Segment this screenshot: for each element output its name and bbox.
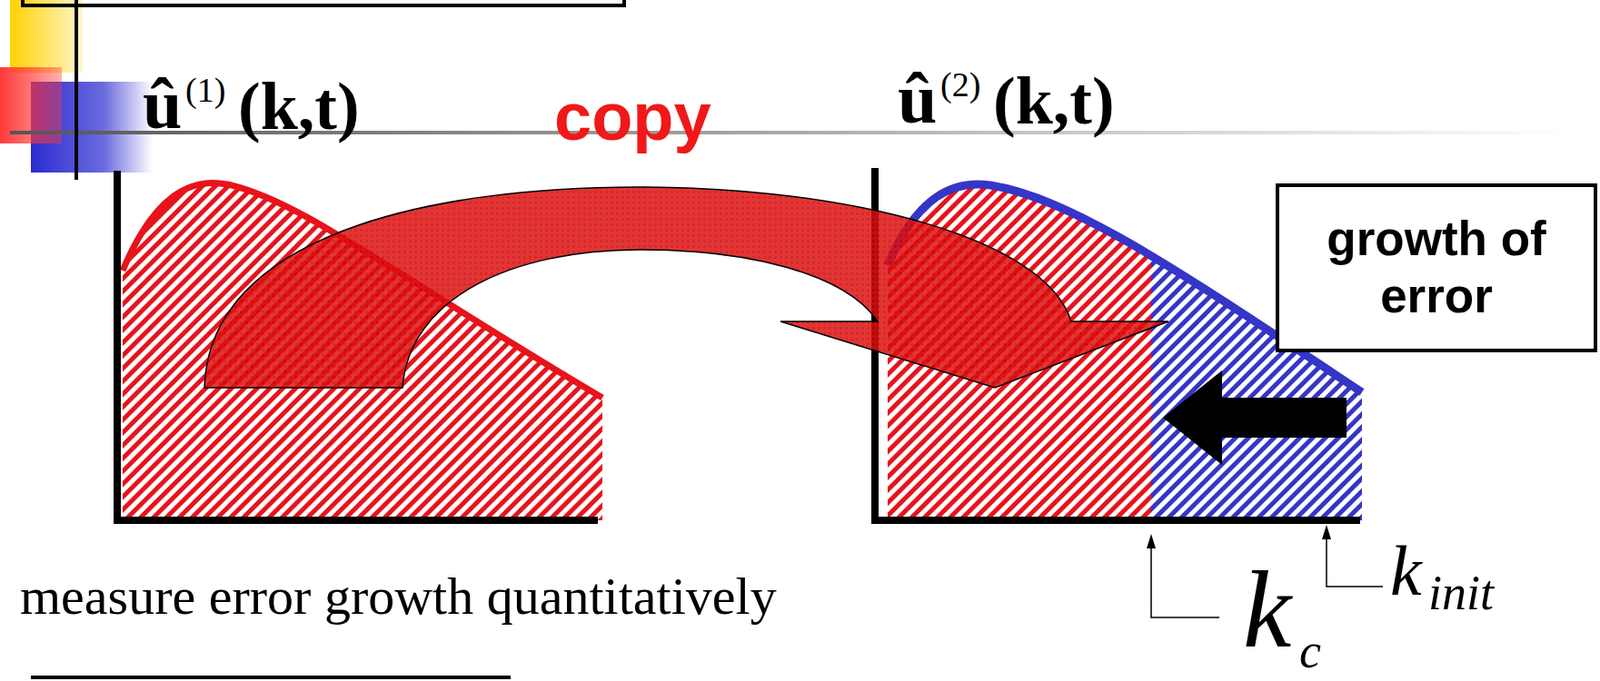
vector-symbol: û (897, 63, 937, 135)
leader-arrowhead (1321, 525, 1332, 540)
copy-arrow (204, 187, 1169, 388)
leader-arrowhead (1146, 534, 1156, 549)
callout-text: growth of error (1279, 210, 1594, 325)
decor-square (9, 0, 83, 73)
copy-label: copy (554, 83, 712, 151)
caption-note: measure error growth quantitatively (19, 570, 777, 624)
leader-line (1151, 543, 1220, 618)
axis (871, 516, 1361, 525)
axis (113, 170, 121, 525)
superscript: (2) (940, 67, 981, 102)
title-box (22, 0, 625, 6)
axis (113, 516, 598, 525)
superscript: (1) (185, 72, 226, 108)
subscript: init (1428, 568, 1494, 618)
vector-symbol: û (142, 69, 182, 140)
wavenumber: k (1390, 536, 1422, 607)
underline (30, 675, 511, 680)
argument: (k,t) (238, 72, 360, 140)
wavenumber: k (1242, 556, 1292, 666)
shift-arrow (1162, 370, 1347, 466)
callout-box: growth of error (1275, 183, 1598, 353)
decor-line (74, 0, 79, 180)
argument: (k,t) (993, 67, 1115, 135)
subscript: c (1299, 626, 1322, 676)
leader-line (1326, 534, 1383, 587)
